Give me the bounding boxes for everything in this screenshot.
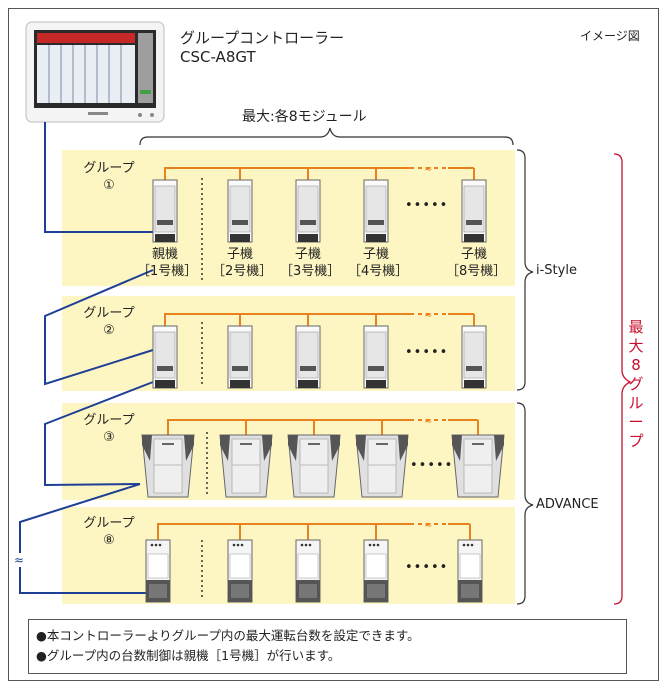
unit-label-3: 子機［3号機］ <box>280 247 341 279</box>
unit-label-8: 子機［8号機］ <box>446 247 507 279</box>
svg-text:≈: ≈ <box>424 164 432 175</box>
ellipsis-2: ••••• <box>405 345 449 360</box>
ellipsis-1: ••••• <box>405 198 449 213</box>
orange-wiring <box>157 167 479 540</box>
group-bg-2 <box>62 296 515 391</box>
unit-label-2: 子機［2号機］ <box>212 247 273 279</box>
controller-model: CSC-A8GT <box>180 48 256 66</box>
svg-text:≈: ≈ <box>424 416 432 427</box>
unit-label-1: 親機［1号機］ <box>137 247 198 279</box>
ellipsis-8: ••••• <box>405 560 449 575</box>
top-brace <box>139 127 514 146</box>
blue-wiring <box>19 122 154 594</box>
svg-text:≈: ≈ <box>424 520 432 531</box>
max-groups-label: 最 大 8 グ ル ー プ <box>628 318 644 450</box>
advance-brace <box>516 402 534 605</box>
series-label-advance: ADVANCE <box>536 497 599 512</box>
controller-name: グループコントローラー <box>180 29 345 47</box>
notes-box <box>28 619 627 674</box>
controller-device-icon <box>25 21 165 123</box>
image-note: イメージ図 <box>580 29 640 43</box>
max-groups-brace <box>613 153 632 605</box>
group-bg-1 <box>62 150 515 286</box>
max-modules-label: 最大:各8モジュール <box>242 109 367 125</box>
istyle-brace <box>516 149 534 391</box>
series-label-istyle: i-Style <box>536 263 577 278</box>
outer-border <box>8 8 659 681</box>
svg-text:≈: ≈ <box>424 310 432 321</box>
ellipsis-3: ••••• <box>410 458 454 473</box>
unit-label-4: 子機［4号機］ <box>348 247 409 279</box>
svg-text:≈: ≈ <box>14 553 24 567</box>
note-line-1: ●本コントローラーよりグループ内の最大運転台数を設定できます。 <box>36 628 420 643</box>
note-line-2: ●グループ内の台数制御は親機［1号機］が行います。 <box>36 648 341 663</box>
